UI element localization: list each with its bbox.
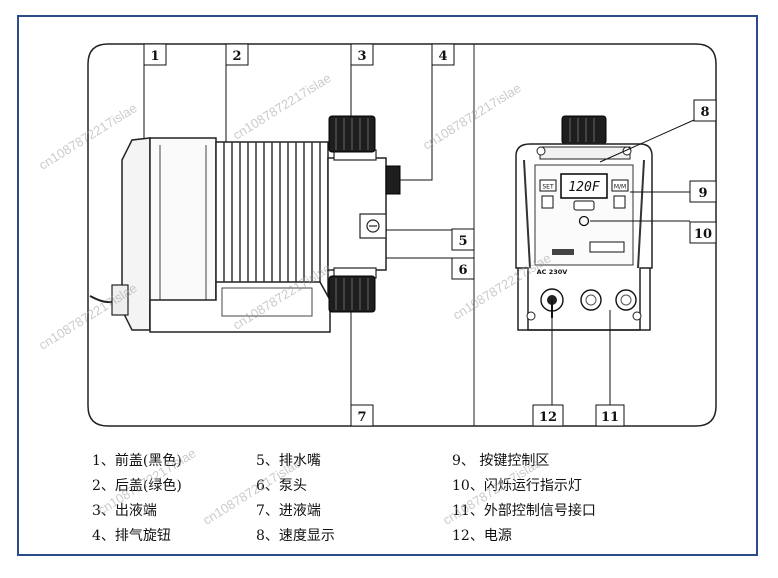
down-button[interactable]	[613, 195, 626, 209]
svg-text:10: 10	[694, 227, 712, 242]
mm-button[interactable]	[611, 179, 629, 192]
power-key[interactable]	[573, 200, 595, 211]
callout-3: 3	[350, 43, 374, 66]
legend-item-2: 2、后盖(绿色)	[92, 478, 182, 494]
run-indicator-led	[578, 215, 590, 227]
legend-item-10: 10、闪烁运行指示灯	[452, 478, 582, 494]
legend-item-11: 11、外部控制信号接口	[452, 503, 596, 519]
legend-item-5: 5、排水嘴	[256, 453, 321, 469]
svg-text:7: 7	[357, 410, 366, 425]
svg-text:2: 2	[232, 49, 241, 64]
callout-1: 1	[143, 43, 167, 66]
svg-text:1: 1	[150, 49, 159, 64]
svg-text:12: 12	[539, 410, 557, 425]
callout-11: 11	[595, 404, 625, 427]
set-button[interactable]	[539, 179, 557, 192]
callout-5: 5	[451, 228, 475, 251]
pump-side-view	[89, 115, 401, 333]
callout-4: 4	[431, 43, 455, 66]
model-label	[589, 241, 625, 253]
speed-display	[560, 173, 608, 199]
legend-item-7: 7、进液端	[256, 503, 321, 519]
svg-text:6: 6	[458, 263, 467, 278]
inner-frame	[87, 43, 717, 427]
legend-item-1: 1、前盖(黑色)	[92, 453, 182, 469]
voltage-label: AC 230V	[537, 268, 568, 276]
svg-text:9: 9	[698, 186, 707, 201]
set-button-label: SET	[542, 184, 554, 191]
legend-item-12: 12、电源	[452, 528, 512, 544]
pump-front-view: 120F SET M/M AC 230V	[515, 115, 653, 331]
speed-display-value: 120F	[568, 180, 600, 195]
mm-button-label: M/M	[614, 184, 626, 191]
callout-8: 8	[693, 99, 717, 122]
up-button[interactable]	[541, 195, 554, 209]
legend-item-9: 9、 按键控制区	[452, 453, 550, 469]
svg-text:8: 8	[700, 105, 709, 120]
callout-6: 6	[451, 257, 475, 280]
legend-item-4: 4、排气旋钮	[92, 528, 171, 544]
legend-item-3: 3、出液端	[92, 503, 157, 519]
legend-item-6: 6、泵头	[256, 478, 307, 494]
legend-item-8: 8、速度显示	[256, 528, 335, 544]
callout-12: 12	[532, 404, 564, 427]
svg-text:3: 3	[357, 49, 366, 64]
callout-7: 7	[350, 404, 374, 427]
callout-2: 2	[225, 43, 249, 66]
outer-frame	[17, 15, 758, 556]
brand-label	[552, 249, 574, 255]
svg-text:11: 11	[601, 410, 619, 425]
callout-10: 10	[689, 221, 717, 244]
svg-text:4: 4	[438, 49, 447, 64]
callout-9: 9	[689, 180, 717, 203]
svg-text:5: 5	[458, 234, 467, 249]
